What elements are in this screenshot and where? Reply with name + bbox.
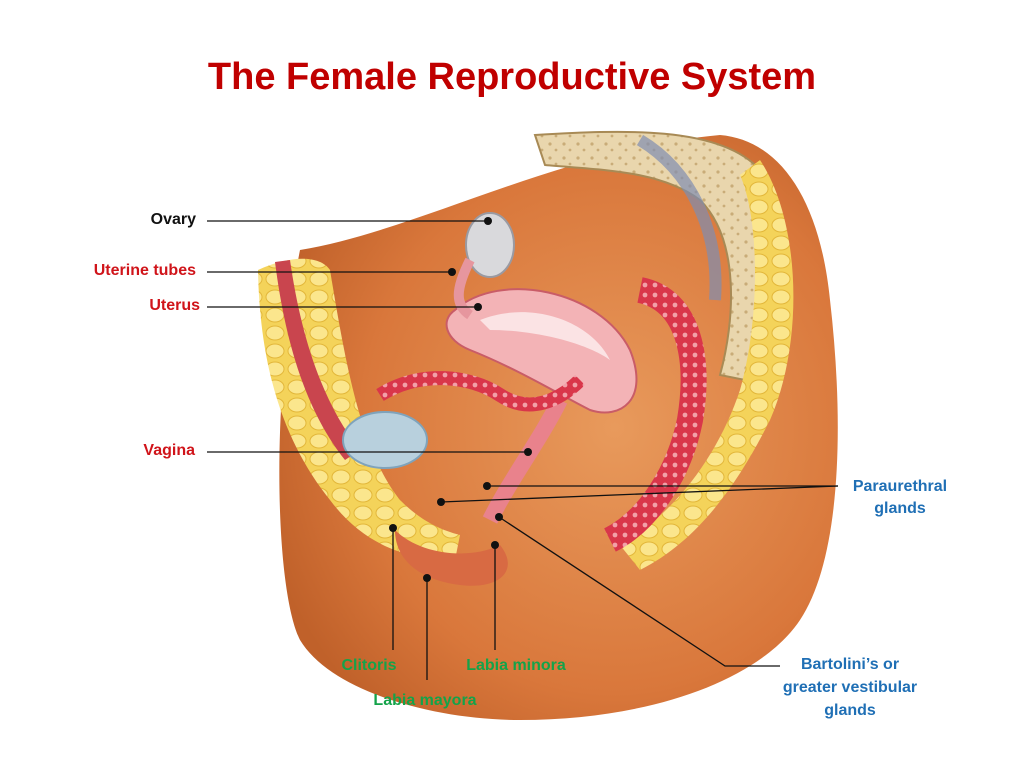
label-ovary: Ovary [150, 211, 196, 228]
fat-layer [258, 160, 794, 570]
label-uterus: Uterus [149, 297, 200, 314]
leader-dots [389, 217, 532, 582]
uterus-shape [445, 288, 638, 414]
peritoneal-folds [376, 371, 585, 412]
vagina-shape [482, 396, 568, 524]
label-bartolini-line3: glands [824, 702, 876, 719]
abdominal-muscle [275, 260, 360, 460]
label-labia-mayora: Labia mayora [373, 692, 477, 709]
label-bartolini-line1: Bartolini’s or [800, 656, 900, 673]
ovary-shape [465, 212, 515, 278]
label-bartolini-line2: greater vestibular [782, 679, 918, 696]
label-paraurethral-line1: Paraurethral [852, 478, 948, 495]
label-paraurethral-glands: Paraurethral glands [830, 478, 970, 518]
uterine-tube-shape [453, 257, 475, 320]
body-silhouette [279, 135, 838, 720]
page-title: The Female Reproductive System [207, 56, 817, 98]
leader-lines [207, 220, 839, 680]
label-vagina: Vagina [143, 442, 195, 459]
label-clitoris: Clitoris [341, 657, 397, 674]
label-bartolini-glands: Bartolini’s or greater vestibular glands [755, 656, 945, 720]
label-paraurethral-line2: glands [874, 500, 926, 517]
label-labia-minora: Labia minora [466, 657, 566, 674]
rectum-shape [603, 277, 707, 552]
labia-shape [395, 530, 508, 586]
bladder [342, 411, 428, 469]
label-uterine-tubes: Uterine tubes [93, 262, 196, 279]
